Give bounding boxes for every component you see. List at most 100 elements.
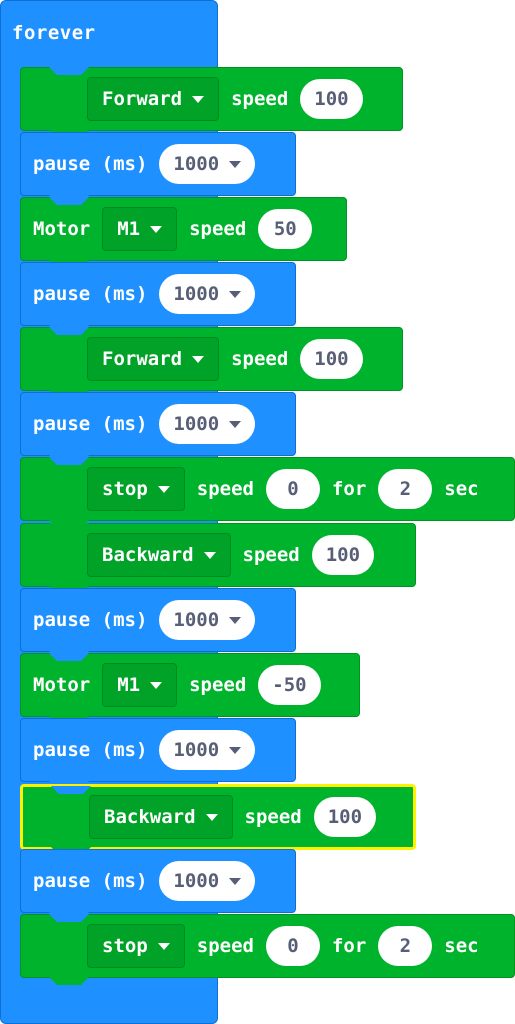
speed-label: speed — [189, 674, 247, 696]
duration-dropdown-value: 1000 — [173, 739, 220, 761]
block-content: Motor M1 speed 50 — [21, 198, 346, 260]
motor-dropdown-value: M1 — [117, 218, 141, 240]
duration-dropdown[interactable]: 1000 — [159, 730, 256, 770]
speed-label: speed — [189, 218, 247, 240]
pause-block[interactable]: pause (ms) 1000 — [20, 718, 296, 789]
move-block[interactable]: Backward speed 100 — [20, 784, 416, 855]
speed-input[interactable]: 0 — [265, 926, 320, 966]
pause-label: pause (ms) — [33, 153, 148, 175]
motor-dropdown[interactable]: M1 — [102, 663, 178, 707]
chevron-down-icon — [205, 813, 218, 821]
block-content: Forward speed 100 — [21, 328, 402, 390]
seconds-input-value: 2 — [399, 478, 412, 500]
connector-notch — [51, 786, 91, 794]
speed-input[interactable]: -50 — [258, 665, 321, 705]
duration-dropdown[interactable]: 1000 — [159, 274, 256, 314]
chevron-down-icon — [229, 877, 242, 885]
speed-input-value: 100 — [314, 88, 349, 110]
direction-dropdown-value: Backward — [104, 806, 196, 828]
forever-label: forever — [12, 22, 96, 44]
seconds-input[interactable]: 2 — [378, 469, 433, 509]
duration-dropdown[interactable]: 1000 — [159, 144, 256, 184]
speed-input[interactable]: 50 — [258, 209, 313, 249]
chevron-down-icon — [150, 681, 163, 689]
chevron-down-icon — [229, 616, 242, 624]
chevron-down-icon — [229, 290, 242, 298]
pause-block[interactable]: pause (ms) 1000 — [20, 132, 296, 203]
connector-notch — [49, 327, 89, 335]
connector-tab — [49, 977, 89, 985]
pause-label: pause (ms) — [33, 283, 148, 305]
motor-block[interactable]: Motor M1 speed -50 — [20, 653, 360, 724]
for-label: for — [331, 478, 367, 500]
pause-label: pause (ms) — [33, 609, 148, 631]
unit-label: sec — [444, 478, 479, 500]
seconds-input-value: 2 — [399, 935, 412, 957]
motor-dropdown[interactable]: M1 — [102, 207, 178, 251]
move-block[interactable]: Forward speed 100 — [20, 327, 403, 398]
duration-dropdown[interactable]: 1000 — [159, 861, 256, 901]
connector-notch — [49, 457, 89, 465]
motor-label: Motor — [33, 218, 91, 240]
pause-label: pause (ms) — [33, 870, 148, 892]
speed-input[interactable]: 100 — [300, 79, 363, 119]
motor-label: Motor — [33, 674, 91, 696]
stop-dropdown[interactable]: stop — [87, 924, 185, 968]
pause-block[interactable]: pause (ms) 1000 — [20, 849, 296, 920]
speed-label: speed — [196, 935, 254, 957]
speed-label: speed — [244, 806, 302, 828]
direction-dropdown[interactable]: Forward — [87, 337, 220, 381]
pause-block[interactable]: pause (ms) 1000 — [20, 588, 296, 659]
connector-notch — [49, 197, 89, 205]
for-label: for — [331, 935, 367, 957]
duration-dropdown-value: 1000 — [173, 283, 220, 305]
chevron-down-icon — [229, 420, 242, 428]
duration-dropdown-value: 1000 — [173, 870, 220, 892]
connector-notch — [49, 914, 89, 922]
direction-dropdown-value: Forward — [102, 348, 183, 370]
chevron-down-icon — [157, 942, 170, 950]
connector-notch — [49, 653, 89, 661]
stop-dropdown[interactable]: stop — [87, 467, 185, 511]
speed-input[interactable]: 100 — [311, 535, 375, 575]
pause-label: pause (ms) — [33, 739, 148, 761]
duration-dropdown-value: 1000 — [173, 609, 220, 631]
block-content: pause (ms) 1000 — [21, 263, 295, 325]
pause-block[interactable]: pause (ms) 1000 — [20, 392, 296, 463]
connector-notch — [49, 67, 89, 75]
motor-block[interactable]: Motor M1 speed 50 — [20, 197, 347, 268]
duration-dropdown-value: 1000 — [173, 153, 220, 175]
speed-input-value: 100 — [314, 348, 349, 370]
speed-input-value: -50 — [272, 674, 307, 696]
duration-dropdown[interactable]: 1000 — [159, 404, 256, 444]
direction-dropdown[interactable]: Backward — [89, 795, 233, 839]
block-content: Motor M1 speed -50 — [21, 654, 359, 716]
speed-input[interactable]: 0 — [265, 469, 320, 509]
chevron-down-icon — [229, 160, 242, 168]
stop-block[interactable]: stop speed 0 for 2 sec — [20, 914, 515, 985]
stop-dropdown-value: stop — [102, 478, 148, 500]
block-content: stop speed 0 for 2 sec — [21, 915, 514, 977]
duration-dropdown[interactable]: 1000 — [159, 600, 256, 640]
direction-dropdown[interactable]: Backward — [87, 533, 231, 577]
unit-label: sec — [444, 935, 479, 957]
speed-input-value: 100 — [325, 544, 361, 566]
seconds-input[interactable]: 2 — [378, 926, 433, 966]
speed-input[interactable]: 100 — [300, 339, 363, 379]
pause-block[interactable]: pause (ms) 1000 — [20, 262, 296, 333]
speed-input[interactable]: 100 — [313, 797, 377, 837]
direction-dropdown-value: Backward — [102, 544, 194, 566]
block-content: pause (ms) 1000 — [21, 393, 295, 455]
direction-dropdown[interactable]: Forward — [87, 77, 220, 121]
connector-notch — [49, 523, 89, 531]
speed-label: speed — [231, 348, 289, 370]
chevron-down-icon — [157, 485, 170, 493]
pause-label: pause (ms) — [33, 413, 148, 435]
chevron-down-icon — [192, 95, 205, 103]
